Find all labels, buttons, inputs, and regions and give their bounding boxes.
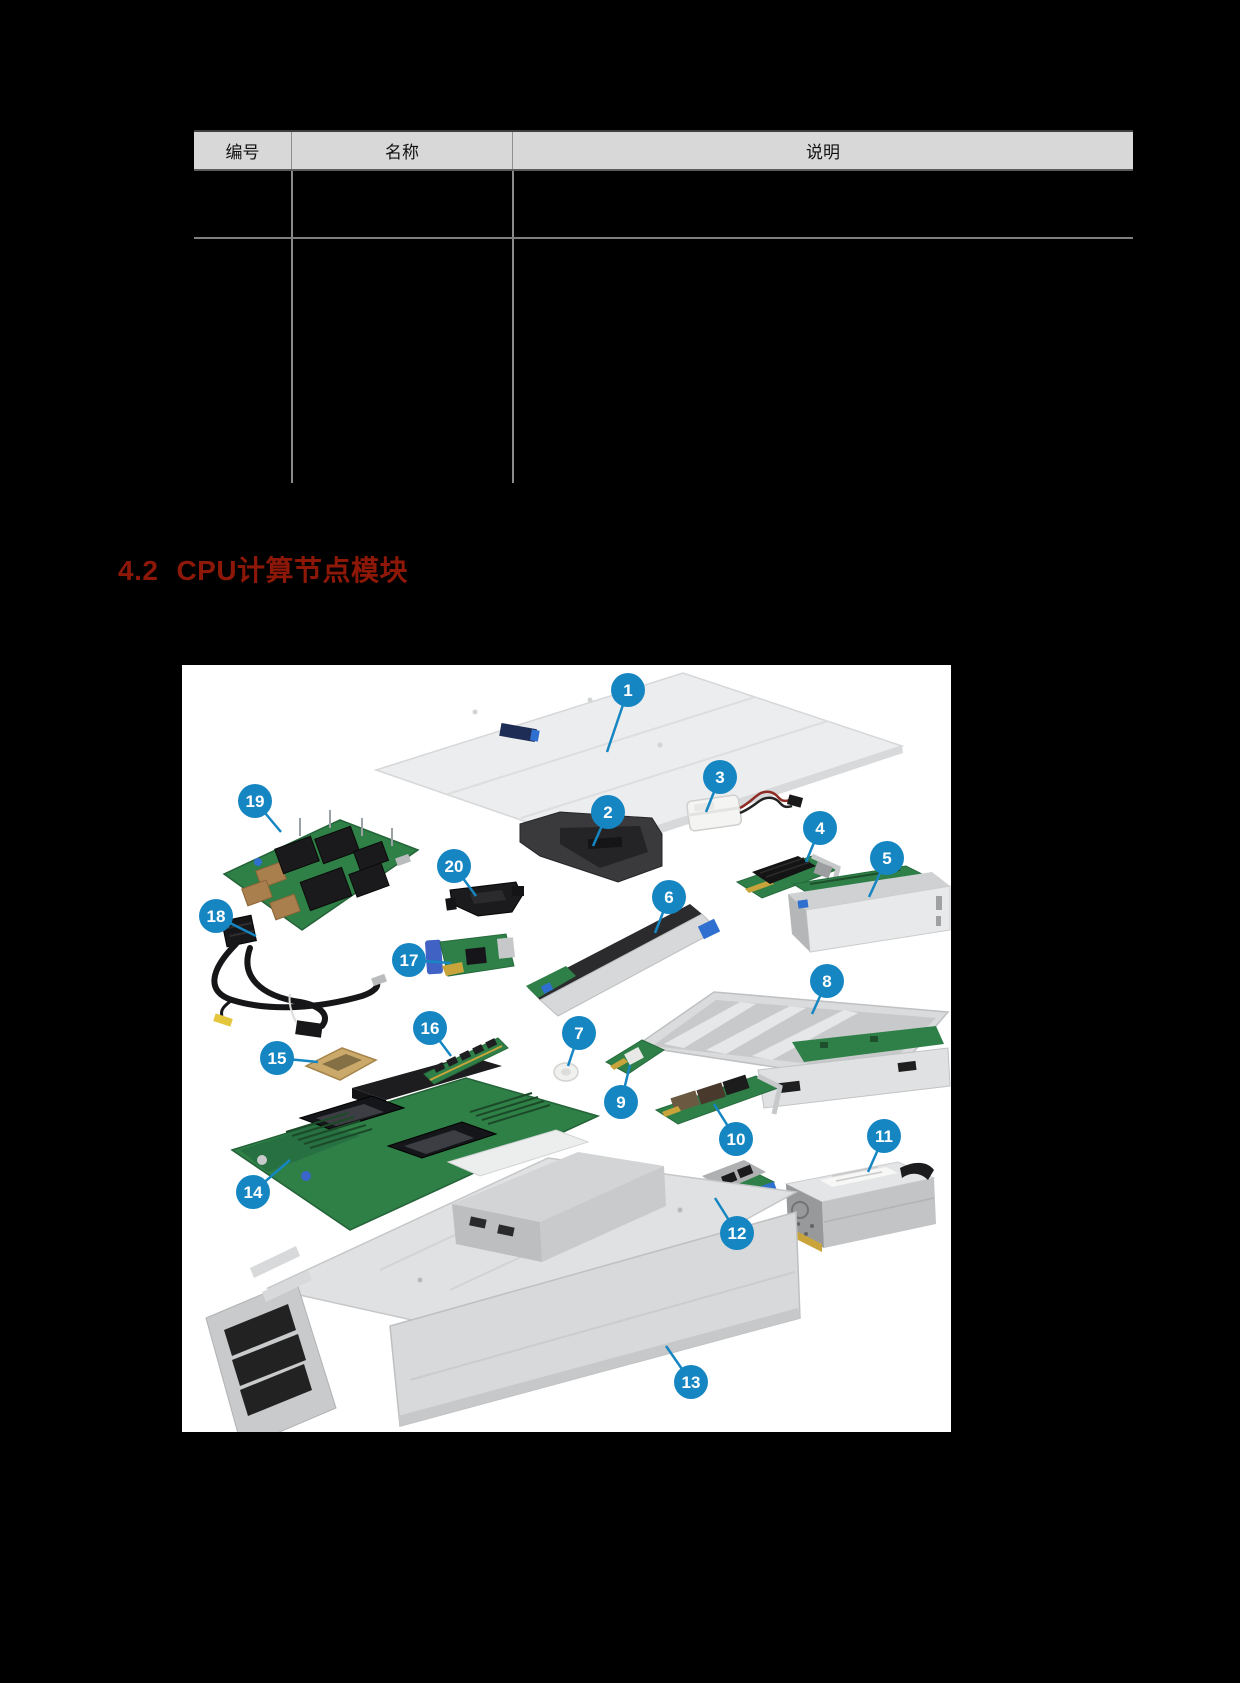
motherboard-part [230, 1056, 601, 1231]
standoff-part [553, 1062, 579, 1082]
svg-text:5: 5 [882, 849, 891, 868]
callout-16: 16 [413, 1011, 452, 1057]
column-header-description: 说明 [806, 143, 840, 162]
svg-text:2: 2 [603, 803, 612, 822]
callout-14: 14 [236, 1159, 291, 1209]
small-card-part [605, 1039, 666, 1075]
svg-text:17: 17 [400, 951, 419, 970]
svg-text:9: 9 [616, 1093, 625, 1112]
mezzanine-module-part [425, 933, 516, 977]
node-board-part [222, 810, 420, 931]
callout-10: 10 [712, 1103, 753, 1156]
section-heading: 4.2 CPU计算节点模块 [118, 549, 408, 589]
callout-9: 9 [604, 1064, 638, 1119]
network-adapter-part [654, 1073, 783, 1125]
parts-table-header-row: 编号 名称 说明 [194, 130, 1133, 171]
callout-17: 17 [392, 943, 452, 977]
air-baffle-part [519, 811, 663, 883]
power-supply-part [784, 1161, 936, 1252]
retainer-clip-part [445, 881, 524, 917]
riser-assembly-part [526, 904, 721, 1017]
svg-text:7: 7 [574, 1024, 583, 1043]
callout-20: 20 [437, 849, 478, 897]
table-row-divider [194, 237, 1133, 239]
callout-11: 11 [866, 1119, 901, 1173]
svg-text:15: 15 [268, 1049, 287, 1068]
callout-3: 3 [703, 760, 737, 813]
section-number: 4.2 [118, 555, 159, 586]
column-header-number: 编号 [194, 132, 292, 169]
cover-label [499, 722, 540, 743]
table-column-divider [512, 171, 514, 483]
table-column-divider [291, 171, 293, 483]
svg-text:6: 6 [664, 888, 673, 907]
base-chassis-part [205, 1152, 801, 1432]
callout-6: 6 [652, 880, 686, 934]
svg-text:4: 4 [815, 819, 825, 838]
callout-5: 5 [867, 841, 904, 898]
battery-part [686, 790, 804, 832]
callout-19: 19 [238, 784, 282, 833]
svg-text:13: 13 [682, 1373, 701, 1392]
svg-text:18: 18 [207, 907, 226, 926]
svg-text:16: 16 [421, 1019, 440, 1038]
callout-4: 4 [803, 811, 837, 863]
svg-text:12: 12 [728, 1224, 747, 1243]
parts-table: 编号 名称 说明 [194, 130, 1133, 483]
cpu-part [304, 1047, 378, 1081]
callout-1: 1 [605, 673, 645, 753]
callout-8: 8 [810, 964, 844, 1015]
svg-text:20: 20 [445, 857, 464, 876]
top-cover-part [373, 672, 905, 854]
callout-2: 2 [591, 795, 625, 847]
drive-tray-part [634, 991, 951, 1109]
svg-text:8: 8 [822, 972, 831, 991]
svg-text:19: 19 [246, 792, 265, 811]
cable-assembly-part [211, 914, 387, 1038]
callout-15: 15 [260, 1041, 319, 1075]
callout-13: 13 [664, 1345, 708, 1399]
svg-text:10: 10 [727, 1130, 746, 1149]
svg-text:1: 1 [623, 681, 632, 700]
svg-text:14: 14 [244, 1183, 263, 1202]
column-header-name: 名称 [292, 132, 513, 169]
dimm-part [423, 1037, 509, 1085]
callout-18: 18 [199, 899, 257, 938]
svg-text:3: 3 [715, 768, 724, 787]
section-title: CPU计算节点模块 [176, 555, 409, 586]
callout-12: 12 [713, 1197, 754, 1250]
svg-text:11: 11 [875, 1127, 893, 1146]
riser-cage-part [788, 865, 951, 953]
callout-7: 7 [562, 1016, 596, 1067]
